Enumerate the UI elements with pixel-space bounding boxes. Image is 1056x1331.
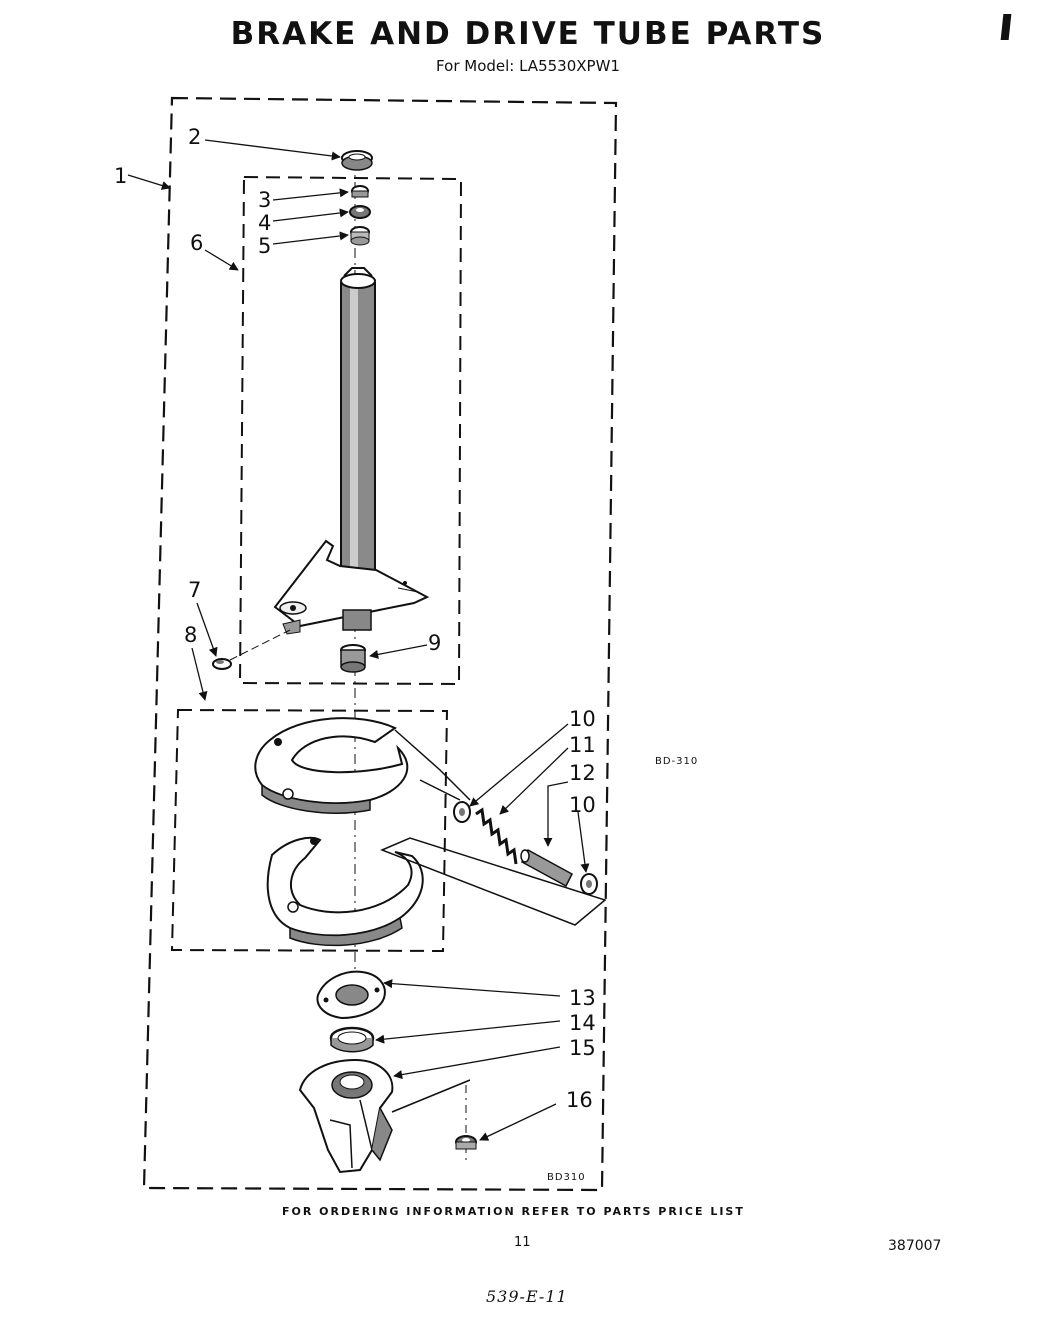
part-7-clip [212, 658, 232, 670]
leader-2 [204, 139, 341, 161]
leader-16 [479, 1103, 557, 1141]
part-12-pin [520, 848, 573, 888]
callout-9: 9 [428, 631, 441, 655]
leader-11 [499, 747, 569, 815]
callout-5: 5 [258, 234, 271, 258]
part-6-drive-tube [273, 267, 430, 635]
upper-brake-shoe [254, 717, 471, 814]
model-subtitle: For Model: LA5530XPW1 [436, 57, 620, 75]
callout-4: 4 [258, 211, 271, 235]
leader-5 [272, 231, 349, 245]
part-11-spring [475, 807, 518, 865]
lower-brake-shoe [266, 836, 607, 947]
part-2-cap [341, 150, 373, 171]
callout-15: 15 [569, 1036, 596, 1060]
callout-12: 12 [569, 761, 596, 785]
leader-4 [272, 208, 349, 222]
callout-1: 1 [114, 164, 127, 188]
callout-13: 13 [569, 986, 596, 1010]
leader-6 [204, 249, 239, 271]
part-10-washer [453, 801, 471, 823]
leader-10b [577, 811, 590, 873]
clip-leader [229, 629, 291, 661]
leader-13 [383, 979, 561, 997]
callout-10b: 10 [569, 793, 596, 817]
leader-14 [375, 1020, 561, 1044]
box-diagram-code: BD310 [547, 1172, 586, 1183]
leader-7 [196, 602, 218, 657]
leader-10a [469, 723, 569, 807]
callout-11: 11 [569, 733, 596, 757]
callout-3: 3 [258, 188, 271, 212]
leader-8 [191, 647, 208, 701]
callout-labels: 1 2 3 4 5 6 7 8 9 10 11 12 10 13 14 15 1… [114, 125, 596, 1112]
part-16-nut [455, 1135, 477, 1150]
part-9-bearing [340, 644, 366, 673]
callout-10a: 10 [569, 707, 596, 731]
leader-12 [543, 781, 569, 847]
callout-14: 14 [569, 1011, 596, 1035]
callout-6: 6 [190, 231, 203, 255]
leader-lines [127, 139, 590, 1141]
handwritten-note: 539-E-11 [486, 1287, 568, 1306]
page-title: BRAKE AND DRIVE TUBE PARTS [230, 16, 826, 52]
drive-tube-box [238, 175, 463, 686]
document-number: 387007 [888, 1238, 942, 1254]
ordering-note: FOR ORDERING INFORMATION REFER TO PARTS … [282, 1205, 745, 1218]
part-10-washer-b [580, 873, 598, 895]
side-diagram-code: BD-310 [655, 756, 699, 767]
part-13-flange-plate [316, 970, 386, 1020]
part-15-housing [298, 1058, 471, 1174]
callout-8: 8 [184, 623, 197, 647]
callout-7: 7 [188, 578, 201, 602]
callout-16: 16 [566, 1088, 593, 1112]
callout-2: 2 [188, 125, 201, 149]
part-4-nut [349, 205, 371, 219]
part-3-bushing [351, 185, 369, 198]
leader-3 [272, 188, 349, 201]
part-5-seal [350, 226, 370, 246]
brake-assembly-box [170, 708, 449, 953]
leader-15 [393, 1046, 561, 1080]
part-14-ring [329, 1026, 375, 1053]
leader-9 [369, 644, 428, 659]
outer-assembly-box [142, 96, 618, 1192]
page-number: 11 [514, 1235, 531, 1250]
leader-1 [127, 174, 171, 190]
